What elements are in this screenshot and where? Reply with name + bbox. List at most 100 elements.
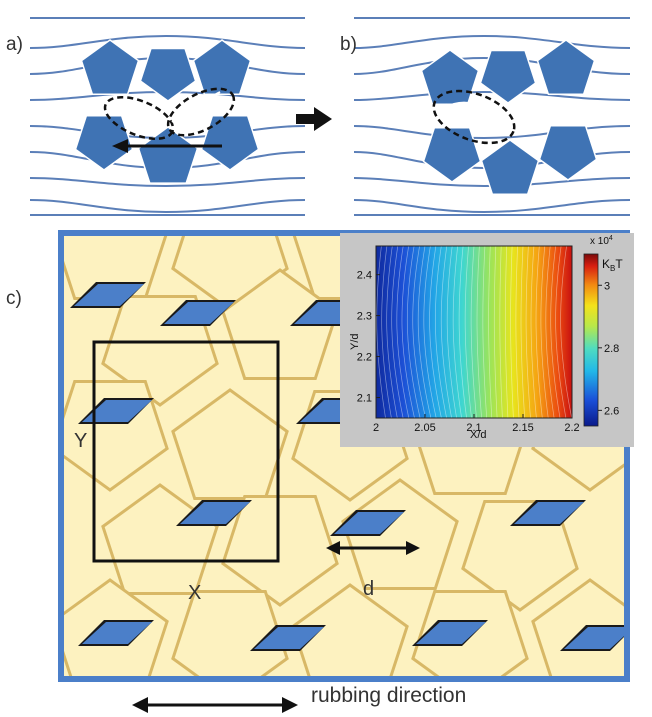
contour-line [440, 245, 452, 419]
contour-line [406, 245, 421, 419]
contour-line [530, 245, 537, 419]
pentagon [200, 114, 260, 171]
colorbar-tick-label: 2.8 [604, 343, 619, 355]
x-tick-label: 2.2 [564, 422, 579, 434]
contour-line [476, 245, 482, 419]
panel-b-line [353, 177, 631, 188]
panel-a-defect-right [166, 87, 236, 137]
rhombus-defect [514, 502, 584, 524]
rhombus-defect [416, 622, 486, 644]
rhombus-defect [180, 502, 250, 524]
contour-line [510, 245, 514, 419]
colorbar-ticks: 2.6 2.8 3 [598, 280, 619, 417]
contour-line [545, 245, 555, 419]
contour-line [499, 245, 503, 419]
contour-line [470, 245, 477, 419]
contour-line [493, 245, 498, 419]
panel-a-label: a) [6, 34, 23, 55]
heatmap-x-ticks: 2 2.05 2.1 2.15 2.2 [373, 414, 580, 434]
x-tick-label: 2.15 [512, 422, 533, 434]
colorbar-multiplier: x 104 [590, 235, 613, 247]
rhombus-defect [334, 512, 404, 534]
panel-a-arrow [112, 139, 222, 153]
contour-line [520, 245, 526, 419]
colorbar-unit: KBT [602, 257, 623, 273]
contour-line [386, 245, 398, 419]
x-tick-label: 2 [373, 422, 379, 434]
panel-b-defect [432, 89, 516, 145]
panel-a-line [29, 34, 306, 49]
contour-line [515, 245, 520, 419]
contour-line [560, 245, 573, 419]
panels-ab-figure [29, 17, 631, 216]
rhombus-defect [164, 302, 234, 324]
contour-line [458, 245, 467, 419]
heatmap-plot [376, 246, 572, 418]
honeycomb-cell [171, 236, 289, 312]
panel-b-line [353, 34, 631, 49]
panel-b-pentagons [420, 39, 598, 196]
heatmap-y-ticks: 2.1 2.2 2.3 2.4 [357, 270, 380, 405]
heatmap-y-label: Y/d [349, 333, 361, 350]
contour-line [381, 245, 392, 419]
pentagon [479, 49, 537, 104]
contour-line [550, 245, 561, 419]
panel-b-line [353, 199, 631, 214]
heatmap-x-label: X/d [470, 429, 487, 441]
pentagon [538, 124, 598, 181]
rubbing-direction-arrow [132, 697, 298, 713]
contour-line [452, 245, 462, 419]
contour-line [464, 245, 472, 419]
rhombus-defect [564, 627, 624, 649]
y-tick-label: 2.2 [357, 352, 372, 364]
contour-line [412, 245, 426, 419]
colorbar-tick-label: 2.6 [604, 405, 619, 417]
contour-line [434, 245, 447, 419]
d-arrow [326, 541, 420, 555]
honeycomb-cell [221, 495, 339, 607]
panel-c-label: c) [6, 288, 22, 309]
contour-line [396, 245, 410, 419]
contour-line [376, 245, 386, 419]
transition-arrow [296, 107, 332, 131]
contour-line [446, 245, 457, 419]
contour-line [488, 245, 493, 419]
x-tick-label: 2.1 [466, 422, 481, 434]
colorbar-tick-label: 3 [604, 280, 610, 292]
defect-rhombi [70, 282, 624, 651]
rhombus-defect [254, 627, 324, 649]
pentagon [139, 47, 197, 102]
contour-line [525, 245, 531, 419]
pentagon [80, 39, 140, 96]
y-dimension-label: Y [74, 430, 88, 452]
panel-b-line [353, 90, 631, 101]
contour-line [391, 245, 404, 419]
honeycomb-cell [461, 500, 579, 612]
panel-a-line [29, 199, 306, 214]
rhombus-defect [82, 400, 152, 422]
y-tick-label: 2.4 [357, 270, 372, 282]
contour-line [417, 245, 432, 419]
x-dimension-label: X [188, 582, 202, 604]
rubbing-direction-label: rubbing direction [311, 684, 467, 707]
pentagon [480, 139, 540, 196]
contour-line [429, 245, 442, 419]
inset-heatmap-panel: 2 2.05 2.1 2.15 2.2 2.1 2.2 2.3 2.4 X/d Y/d 2.6… [340, 233, 634, 447]
panel-b-label: b) [340, 34, 357, 55]
x-tick-label: 2.05 [414, 422, 435, 434]
y-tick-label: 2.1 [357, 393, 372, 405]
honeycomb-cell [291, 583, 409, 676]
y-tick-label: 2.3 [357, 311, 372, 323]
colorbar [583, 253, 599, 427]
contour-line [401, 245, 415, 419]
contour-line [504, 245, 509, 419]
d-dimension-label: d [363, 578, 375, 600]
contour-line [540, 245, 549, 419]
pentagon [536, 39, 596, 96]
pentagon [422, 126, 482, 183]
rhombus-defect [74, 284, 144, 306]
panel-a-pentagons [74, 39, 260, 184]
rhombus-defect [82, 622, 152, 644]
pentagon [74, 114, 134, 171]
